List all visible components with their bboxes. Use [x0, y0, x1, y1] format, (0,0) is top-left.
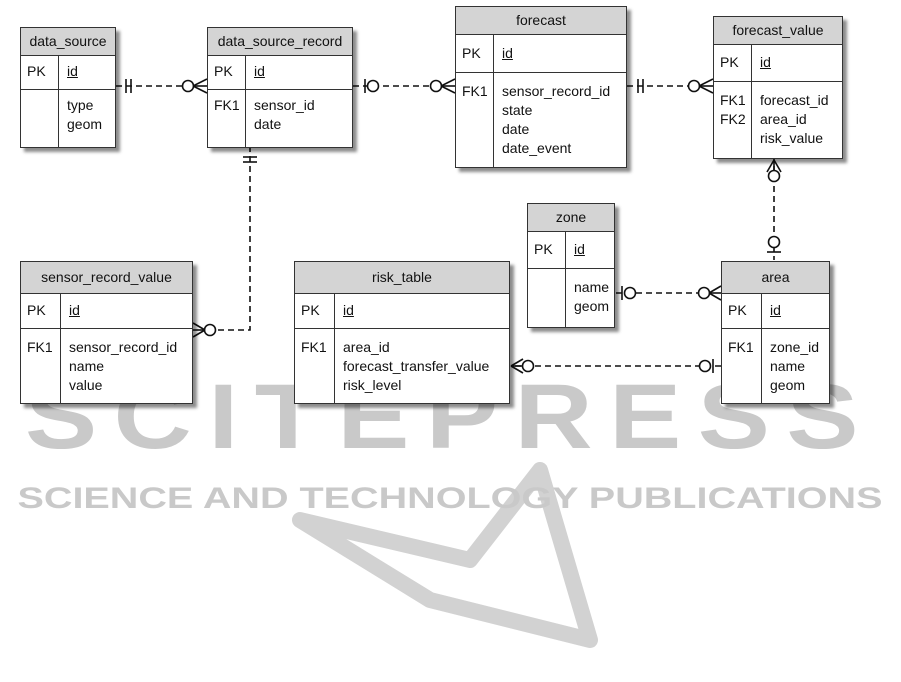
entity-title: zone [528, 204, 614, 232]
pk-field: id [502, 45, 513, 61]
fk-label: FK1 [720, 92, 746, 108]
pk-label: PK [208, 56, 246, 89]
pk-label: PK [21, 294, 61, 328]
entity-title: risk_table [295, 262, 509, 294]
fk-label [21, 90, 59, 147]
fk-label [528, 269, 566, 327]
pk-label: PK [295, 294, 335, 328]
pk-label: PK [21, 56, 59, 89]
field: sensor_record_id [69, 339, 178, 355]
fk-label: FK2 [720, 111, 746, 127]
field: forecast_id [760, 92, 829, 108]
entity-data-source-record: data_source_record PK id FK1 sensor_id d… [207, 27, 353, 148]
entity-risk-table: risk_table PK id FK1 area_id forecast_tr… [294, 261, 510, 404]
field: date [254, 116, 282, 132]
pk-label: PK [722, 294, 762, 328]
entity-title: data_source [21, 28, 115, 56]
pk-field: id [69, 302, 80, 318]
field: state [502, 102, 533, 118]
field: geom [574, 298, 610, 314]
pk-label: PK [456, 35, 494, 72]
entity-title: area [722, 262, 829, 294]
field: geom [67, 116, 103, 132]
pk-field: id [67, 63, 78, 79]
field: value [69, 377, 103, 393]
pk-field: id [770, 302, 781, 318]
entity-title: data_source_record [208, 28, 352, 56]
pk-field: id [254, 63, 265, 79]
pk-field: id [343, 302, 354, 318]
entity-area: area PK id FK1 zone_id name geom [721, 261, 830, 404]
rel-data-source-to-record [116, 78, 208, 94]
field: area_id [343, 339, 390, 355]
entity-sensor-record-value: sensor_record_value PK id FK1 sensor_rec… [20, 261, 193, 404]
field: forecast_transfer_value [343, 358, 490, 374]
watermark-tagline: SCIENCE AND TECHNOLOGY PUBLICATIONS [18, 482, 883, 515]
fk-label: FK1 [456, 73, 494, 167]
pk-label: PK [714, 45, 752, 81]
entity-forecast: forecast PK id FK1 sensor_record_id stat… [455, 6, 627, 168]
rel-forecast-to-forecast-value [627, 78, 714, 94]
field: name [69, 358, 105, 374]
field: type [67, 97, 94, 113]
field: area_id [760, 111, 807, 127]
field: sensor_record_id [502, 83, 611, 99]
field: zone_id [770, 339, 820, 355]
field: geom [770, 377, 806, 393]
entity-title: forecast_value [714, 17, 842, 45]
rel-record-to-forecast [353, 78, 456, 94]
pk-field: id [574, 241, 585, 257]
entity-zone: zone PK id name geom [527, 203, 615, 328]
entity-forecast-value: forecast_value PK id FK1 FK2 forecast_id… [713, 16, 843, 159]
field: risk_level [343, 377, 402, 393]
field: sensor_id [254, 97, 315, 113]
pk-label: PK [528, 232, 566, 268]
entity-title: forecast [456, 7, 626, 35]
fk-label: FK1 [295, 329, 335, 403]
rel-zone-to-area [616, 285, 722, 301]
fk-label: FK1 [21, 329, 61, 403]
pk-field: id [760, 54, 771, 70]
field: date_event [502, 140, 572, 156]
field: date [502, 121, 530, 137]
rel-record-to-sensor-value [192, 146, 257, 338]
fk-label: FK1 [208, 90, 246, 147]
entity-title: sensor_record_value [21, 262, 192, 294]
field: risk_value [760, 130, 824, 146]
entity-data-source: data_source PK id type geom [20, 27, 116, 148]
field: name [574, 279, 610, 295]
fk-label: FK1 [722, 329, 762, 403]
rel-area-to-forecast-value [766, 156, 782, 260]
field: name [770, 358, 806, 374]
rel-risk-table-to-area [510, 358, 721, 374]
watermark-logo-shape [292, 462, 598, 648]
